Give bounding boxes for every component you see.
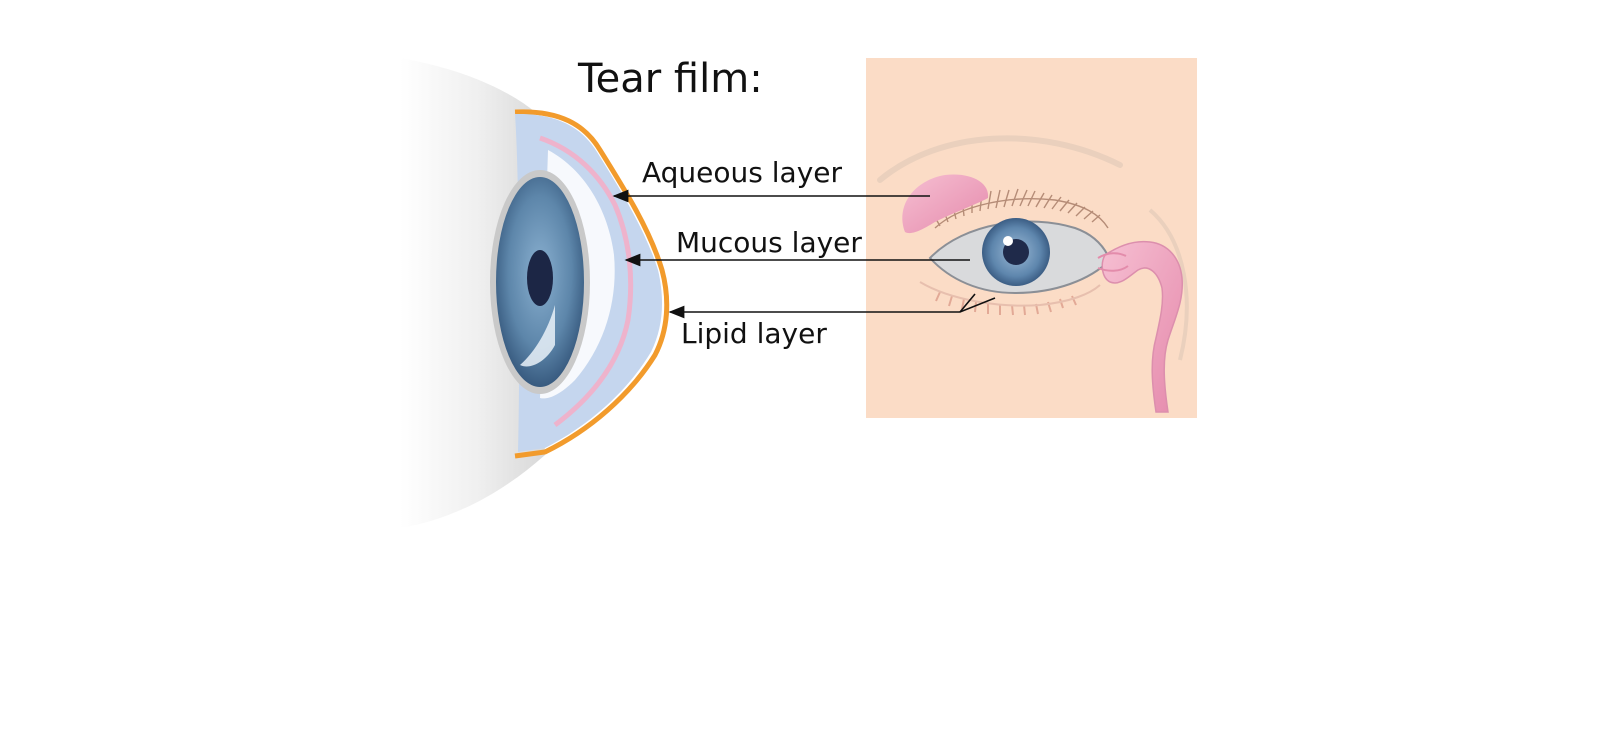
- lens-reflection: [520, 305, 555, 367]
- lipid-layer-edge: [514, 109, 670, 459]
- aqueous-layer-label: Aqueous layer: [642, 156, 843, 189]
- diagram-title: Tear film:: [577, 56, 763, 102]
- lacrimal-gland: [902, 174, 989, 234]
- label-arrows: [612, 189, 996, 319]
- front-highlight: [1003, 236, 1013, 246]
- mucous-layer-label: Mucous layer: [676, 226, 862, 259]
- nasolacrimal-duct: [1101, 240, 1184, 413]
- brow-line: [877, 135, 1123, 183]
- lipid-arrow-branch: [959, 293, 976, 313]
- pupil: [527, 250, 553, 306]
- lower-eyelashes: [935, 291, 1077, 316]
- eyeball-cross-section-icon: [400, 58, 670, 528]
- lower-lid-line: [919, 281, 1101, 307]
- lipid-layer-label: Lipid layer: [681, 317, 827, 350]
- front-eye-with-tear-glands-icon: [866, 58, 1197, 418]
- tear-canaliculi: [1097, 252, 1129, 272]
- face-contour: [1148, 208, 1189, 361]
- sclera: [400, 58, 545, 528]
